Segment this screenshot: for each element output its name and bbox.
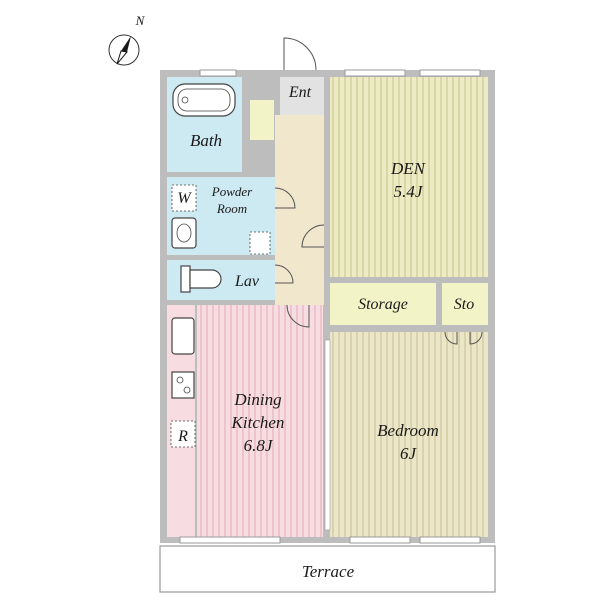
terrace: [159, 545, 496, 593]
bedroom-room: [330, 332, 488, 537]
window-bedroom-1: [349, 536, 411, 544]
burner-2: [183, 386, 191, 394]
linen-closet: [250, 100, 274, 140]
kitchen-sink: [171, 317, 195, 355]
label-entrance: Ent: [288, 84, 312, 101]
refrigerator-space: [170, 420, 196, 448]
compass: N: [108, 13, 146, 66]
door-lavatory: [274, 264, 294, 284]
washbasin: [171, 217, 197, 249]
compass-needle-north: [121, 36, 131, 52]
window-bedroom-2: [419, 536, 481, 544]
bathtub-inner: [177, 88, 231, 112]
door-sto-right: [469, 331, 483, 345]
window-den-1: [344, 69, 406, 77]
label-dining-line-2: Kitchen: [231, 413, 285, 432]
window-bath: [199, 69, 237, 77]
storage-room: [330, 283, 436, 325]
label-small-storage: Sto: [454, 296, 474, 313]
label-dining-line-3: 6.8J: [244, 436, 274, 455]
label-powder-room-line-2: Room: [216, 201, 247, 216]
window-den-2: [419, 69, 481, 77]
label-bedroom-size: 6J: [400, 444, 418, 463]
small-storage-room: [442, 283, 488, 325]
label-dining-line-1: Dining: [233, 390, 281, 409]
entrance-room: [280, 77, 324, 115]
bathtub-drain: [181, 96, 189, 104]
toilet: [180, 265, 222, 293]
label-lavatory: Lav: [234, 273, 260, 290]
label-den-size: 5.4J: [394, 182, 424, 201]
washer-space: [171, 184, 197, 212]
label-den-name: DEN: [390, 159, 427, 178]
label-bath: Bath: [190, 131, 222, 150]
label-powder-room-line-1: Powder: [211, 184, 253, 199]
den-room: [330, 77, 488, 277]
compass-needle-south: [116, 50, 128, 65]
compass-label: N: [135, 13, 146, 28]
label-refrigerator: R: [177, 428, 188, 445]
door-sto-left: [444, 331, 458, 345]
label-storage: Storage: [358, 296, 408, 313]
washbasin-bowl: [176, 223, 192, 243]
dining-kitchen-room: [197, 305, 323, 537]
entrance-door: [283, 37, 317, 71]
door-dining: [286, 304, 310, 328]
label-bedroom-name: Bedroom: [377, 421, 439, 440]
label-terrace: Terrace: [302, 562, 355, 581]
bathtub: [172, 83, 236, 117]
hallway: [275, 115, 324, 305]
window-dining: [179, 536, 281, 544]
label-washer: W: [177, 190, 192, 207]
compass-ring: [108, 34, 140, 66]
burner-1: [176, 376, 184, 384]
sliding-partition: [324, 339, 331, 531]
door-den: [301, 224, 325, 248]
door-powder-room: [274, 187, 296, 209]
lav-shelf: [249, 231, 271, 255]
cooktop: [171, 371, 195, 399]
